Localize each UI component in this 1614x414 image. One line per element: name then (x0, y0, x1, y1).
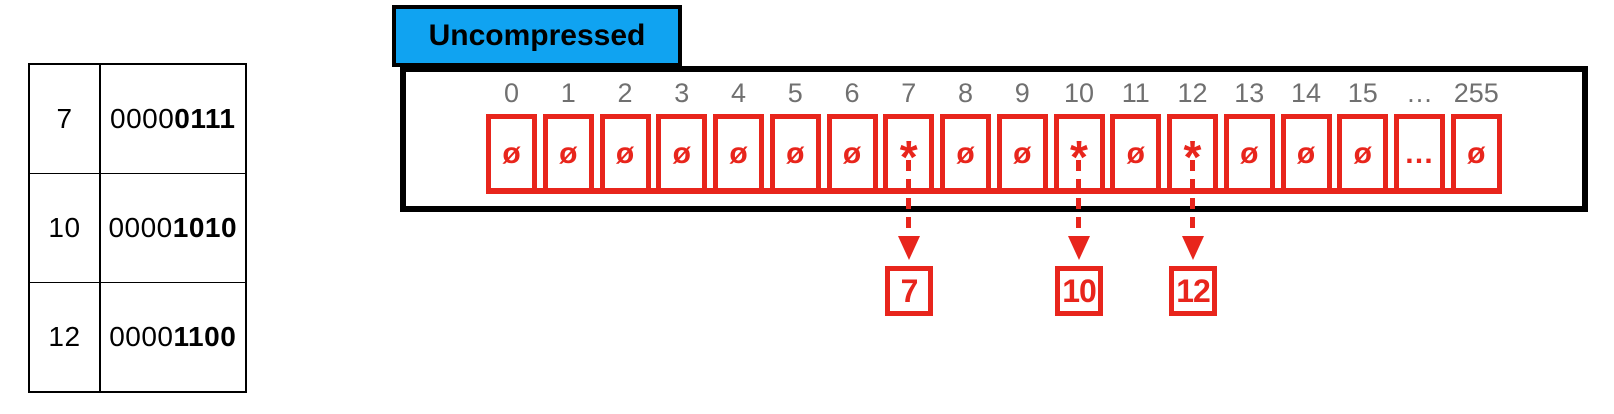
table-value-cell: 12 (30, 283, 99, 391)
array-index-label: 5 (787, 78, 803, 108)
pointer-value-box: 12 (1169, 266, 1217, 316)
array-index-label: 12 (1177, 78, 1208, 108)
array-outer-box (400, 66, 1588, 212)
array-cell: … (1394, 114, 1445, 188)
pointer-group-7: 7 (885, 160, 933, 320)
array-index-label: 11 (1121, 78, 1150, 108)
array-cell: ø (1450, 114, 1502, 188)
dashed-arrow-line (1190, 160, 1195, 238)
dashed-arrow-line (1076, 160, 1081, 238)
array-index-label: 10 (1063, 78, 1095, 108)
array-index-label: 1 (560, 78, 576, 108)
array-index-label: 2 (617, 78, 633, 108)
dashed-arrow-line (906, 160, 911, 238)
array-cell: ø (1110, 114, 1162, 188)
array-index-label: … (1406, 78, 1433, 108)
binary-suffix: 1010 (172, 211, 238, 243)
down-arrow-icon (898, 236, 920, 260)
uncompressed-label: Uncompressed (392, 5, 682, 67)
array-cell: ø (713, 114, 764, 188)
array-index-label: 6 (844, 78, 860, 108)
array-cell: ø (1223, 114, 1275, 188)
binary-prefix: 0000 (108, 211, 173, 243)
down-arrow-icon (1182, 236, 1204, 260)
table-value-cell: 10 (30, 174, 99, 282)
array-index-label: 15 (1347, 78, 1378, 108)
array-index-row: 0 1 2 3 4 5 6 7 8 9 10 11 12 13 14 15 … … (486, 78, 1502, 108)
array-cell: ø (1337, 114, 1389, 188)
array-index-label: 3 (674, 78, 690, 108)
array-cell: ø (656, 114, 708, 188)
down-arrow-icon (1068, 236, 1090, 260)
pointer-value-box: 7 (885, 266, 933, 316)
table-value-cell: 7 (30, 65, 99, 173)
array-cell: ø (542, 114, 594, 188)
array-cell: ø (486, 114, 537, 188)
array-index-label: 255 (1453, 78, 1499, 108)
array-cell: ø (996, 114, 1048, 188)
binary-suffix: 1100 (173, 321, 237, 353)
binary-suffix: 0111 (174, 102, 236, 134)
binary-prefix: 0000 (110, 102, 175, 134)
array-cell: ø (1280, 114, 1332, 188)
pointer-group-12: 12 (1169, 160, 1217, 320)
array-cell: ø (940, 114, 991, 188)
array-cells-row: ø ø ø ø ø ø ø * ø ø * ø * ø ø ø … ø (486, 114, 1502, 194)
array-index-label: 4 (730, 78, 747, 108)
pointer-group-10: 10 (1055, 160, 1103, 320)
array-cell: ø (599, 114, 651, 188)
array-index-label: 8 (957, 78, 974, 108)
array-cell: ø (769, 114, 821, 188)
array-index-label: 0 (503, 78, 520, 108)
array-index-label: 9 (1014, 78, 1030, 108)
pointer-value-box: 10 (1055, 266, 1103, 316)
array-index-label: 7 (901, 78, 917, 108)
array-index-label: 14 (1290, 78, 1322, 108)
array-index-label: 13 (1234, 78, 1265, 108)
binary-prefix: 0000 (109, 321, 174, 353)
array-cell: ø (826, 114, 878, 188)
